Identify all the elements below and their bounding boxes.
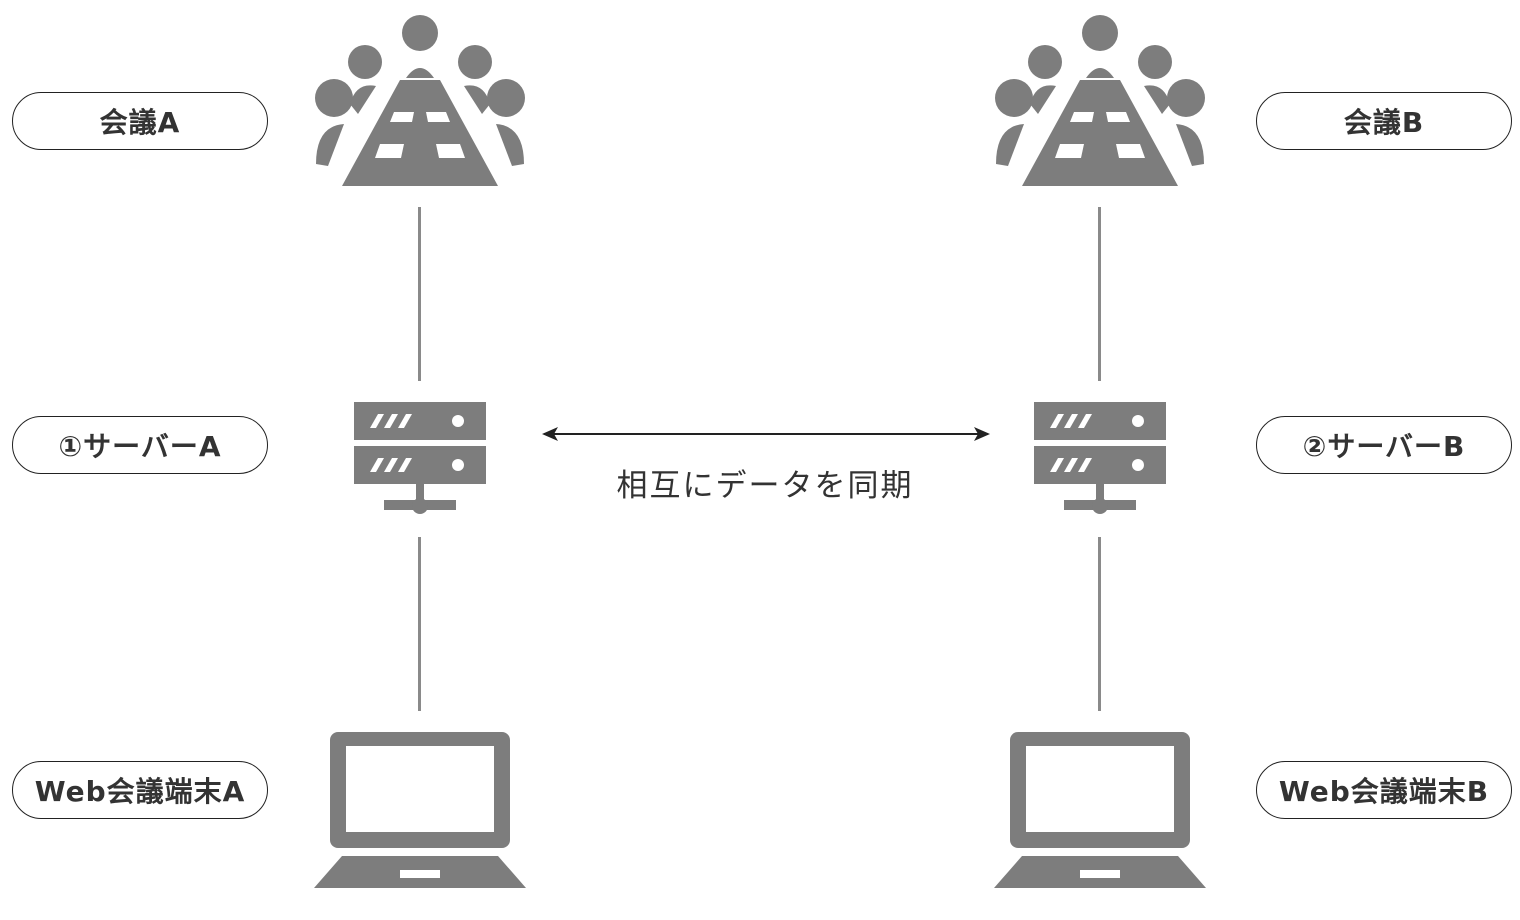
label-terminal-a: Web会議端末A xyxy=(12,761,268,819)
label-meeting-b-text: 会議B xyxy=(1343,106,1425,139)
label-server-b: ②サーバーB xyxy=(1256,416,1512,474)
label-meeting-b: 会議B xyxy=(1256,92,1512,150)
server-icon xyxy=(354,402,486,518)
label-server-a: ①サーバーA xyxy=(12,416,268,474)
connector-server-terminal-a xyxy=(418,537,421,711)
label-meeting-a: 会議A xyxy=(12,92,268,150)
label-server-b-text: ②サーバーB xyxy=(1302,430,1466,463)
label-terminal-a-text: Web会議端末A xyxy=(34,775,246,808)
laptop-icon xyxy=(314,730,526,890)
laptop-icon xyxy=(994,730,1206,890)
connector-meeting-server-a xyxy=(418,207,421,381)
meeting-room-icon xyxy=(314,14,526,190)
connector-server-terminal-b xyxy=(1098,537,1101,711)
label-terminal-b-text: Web会議端末B xyxy=(1278,775,1490,808)
connector-meeting-server-b xyxy=(1098,207,1101,381)
label-terminal-b: Web会議端末B xyxy=(1256,761,1512,819)
label-server-a-text: ①サーバーA xyxy=(58,430,222,463)
label-meeting-a-text: 会議A xyxy=(99,106,181,139)
double-arrow-icon xyxy=(540,424,992,444)
server-icon xyxy=(1034,402,1166,518)
meeting-room-icon xyxy=(994,14,1206,190)
sync-label: 相互にデータを同期 xyxy=(616,468,914,504)
